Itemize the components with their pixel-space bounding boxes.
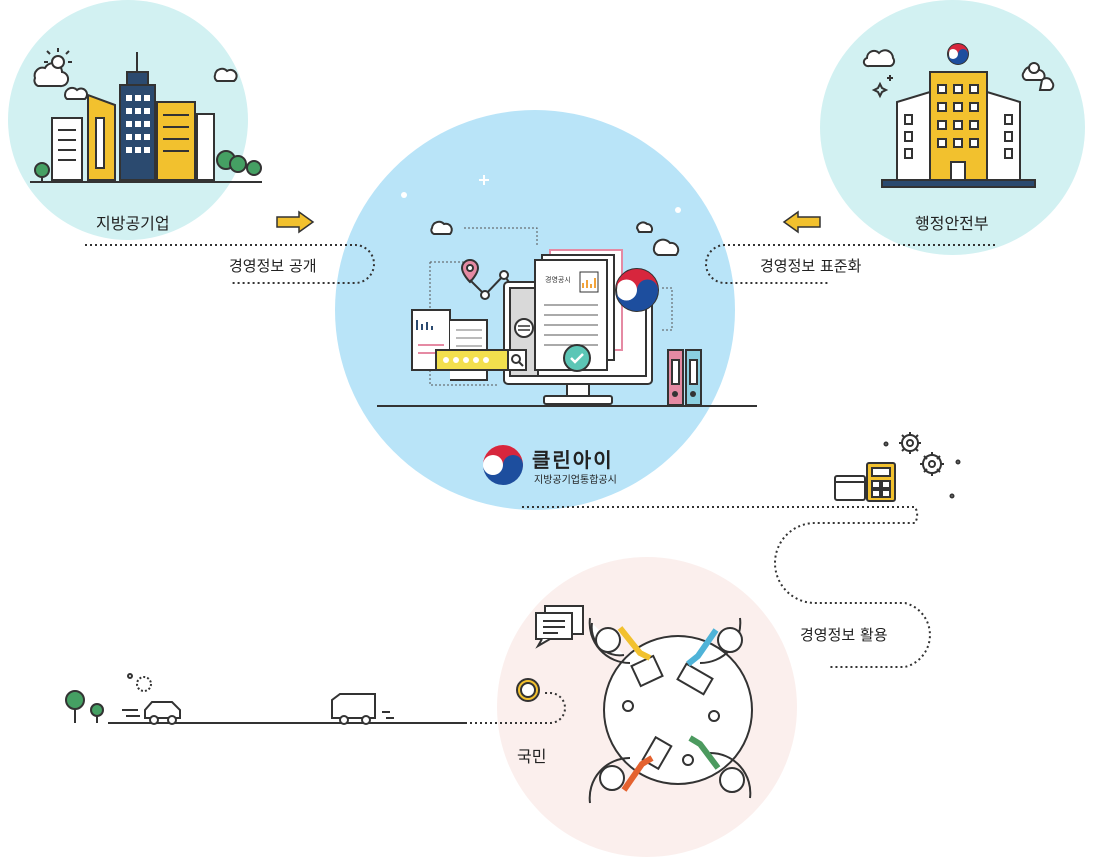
utilization-label: 경영정보 활용	[800, 626, 888, 644]
standardization-label: 경영정보 표준화	[760, 257, 862, 275]
left-arrow-icon	[782, 210, 821, 234]
right-arrow-icon	[276, 210, 315, 234]
local-enterprise-label: 지방공기업	[96, 214, 170, 233]
ministry-label: 행정안전부	[915, 214, 989, 233]
clean-eye-name: 클린아이	[532, 448, 614, 472]
calculator-wallet-icon	[834, 462, 896, 502]
document-title: 경영공시	[545, 276, 571, 284]
citizens-label: 국민	[517, 747, 547, 766]
ministry-building-icon	[862, 43, 1055, 188]
citizens-meeting-icon	[516, 605, 753, 804]
clean-eye-subtitle: 지방공기업통합공시	[534, 475, 617, 486]
clean-eye-platform-icon	[377, 175, 757, 407]
gear-icon	[883, 432, 961, 499]
city-buildings-icon	[30, 48, 262, 183]
clean-eye-logo-icon	[483, 445, 523, 485]
road-cars-icon	[65, 673, 394, 725]
disclosure-label: 경영정보 공개	[229, 257, 317, 275]
